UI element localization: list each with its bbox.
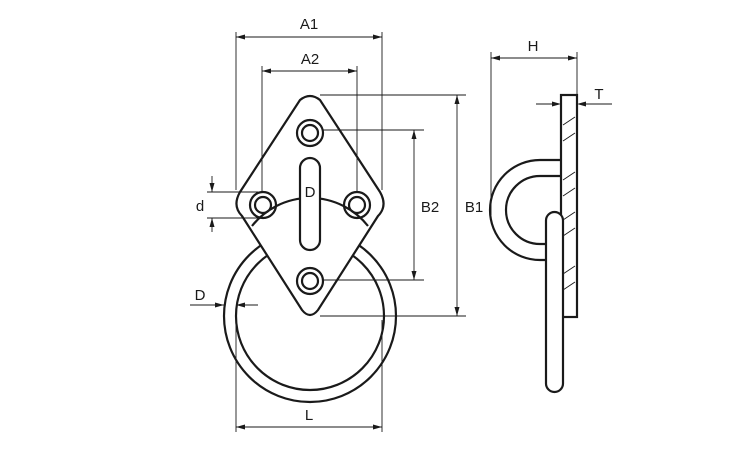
- label-t: T: [594, 86, 603, 103]
- side-plate: [559, 93, 579, 319]
- side-ring-leg: [544, 210, 565, 394]
- side-staple-inner: [504, 174, 561, 246]
- label-d-slot: D: [305, 184, 316, 201]
- plate-hatching: [562, 116, 576, 291]
- dimension-l: [235, 320, 383, 432]
- label-h: H: [528, 38, 539, 55]
- screw-hole-top: [295, 118, 325, 148]
- label-l: L: [305, 407, 313, 424]
- screw-hole-bottom: [295, 266, 325, 296]
- dimension-b1: [320, 94, 466, 317]
- dimension-h: [490, 52, 578, 215]
- side-view: H T: [488, 38, 612, 394]
- label-a2: A2: [301, 51, 319, 68]
- front-view: A1 A2 B1 B2: [190, 16, 483, 432]
- label-b2: B2: [421, 199, 439, 216]
- label-a1: A1: [300, 16, 318, 33]
- dimension-a2: [261, 66, 358, 192]
- center-slot: [298, 156, 322, 252]
- dimension-b2: [323, 129, 424, 281]
- label-d-ring: D: [195, 287, 206, 304]
- side-staple-outer: [488, 158, 561, 262]
- screw-hole-left: [248, 190, 278, 220]
- dimension-d-ring: [190, 302, 258, 308]
- label-b1: B1: [465, 199, 483, 216]
- dimension-t: [536, 101, 612, 107]
- label-d-small: d: [196, 198, 204, 215]
- dimension-a1: [235, 32, 383, 190]
- dimension-d-small: [207, 176, 258, 232]
